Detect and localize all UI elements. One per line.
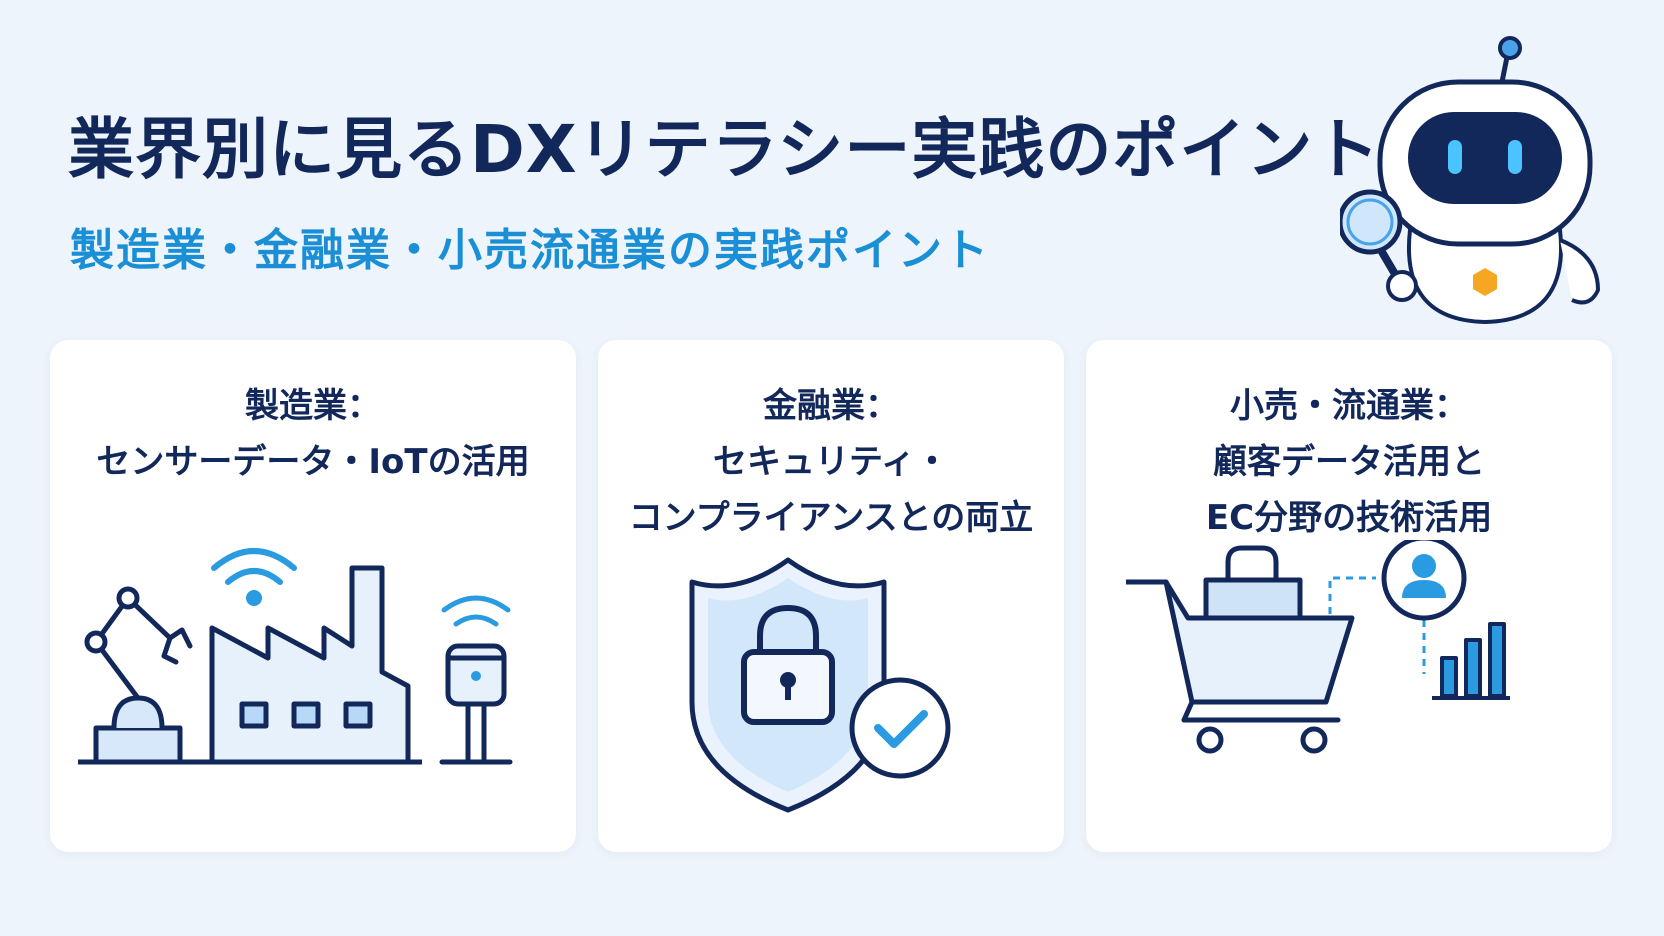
card-retail: 小売・流通業： 顧客データ活用と EC分野の技術活用 <box>1086 340 1612 852</box>
factory-building-icon <box>196 565 422 765</box>
card-title: 製造業： センサーデータ・IoTの活用 <box>50 378 576 490</box>
card-heading: 小売・流通業： <box>1230 386 1468 426</box>
card-heading: 製造業： <box>245 386 381 426</box>
robot-arm-icon <box>78 586 201 765</box>
factory-iot-icon <box>78 548 513 765</box>
lock-icon <box>741 605 835 725</box>
wifi-icon <box>441 595 511 627</box>
card-line: コンプライアンスとの両立 <box>628 498 1034 538</box>
shopping-cart-icon <box>1126 540 1510 754</box>
robot-mascot-icon <box>1340 36 1601 325</box>
bar-chart-icon <box>1432 622 1510 700</box>
card-manufacturing: 製造業： センサーデータ・IoTの活用 <box>50 340 576 852</box>
cart-icon <box>1126 579 1355 754</box>
card-line: EC分野の技術活用 <box>1205 498 1493 538</box>
card-line: セキュリティ・ <box>713 442 949 482</box>
card-line: 顧客データ活用と <box>1213 442 1485 482</box>
check-circle-icon <box>849 677 951 779</box>
card-heading: 金融業： <box>763 386 899 426</box>
card-finance: 金融業： セキュリティ・ コンプライアンスとの両立 <box>598 340 1064 852</box>
card-title: 金融業： セキュリティ・ コンプライアンスとの両立 <box>598 378 1064 546</box>
page-subtitle: 製造業・金融業・小売流通業の実践ポイント <box>70 225 990 276</box>
iot-sensor-icon <box>439 643 513 765</box>
customer-avatar-icon <box>1381 540 1467 621</box>
shield-lock-icon <box>689 557 951 813</box>
wifi-icon <box>211 548 297 585</box>
card-title: 小売・流通業： 顧客データ活用と EC分野の技術活用 <box>1086 378 1612 546</box>
page-title: 業界別に見るDXリテラシー実践のポイント <box>68 111 1381 188</box>
card-line: センサーデータ・IoTの活用 <box>96 442 530 482</box>
